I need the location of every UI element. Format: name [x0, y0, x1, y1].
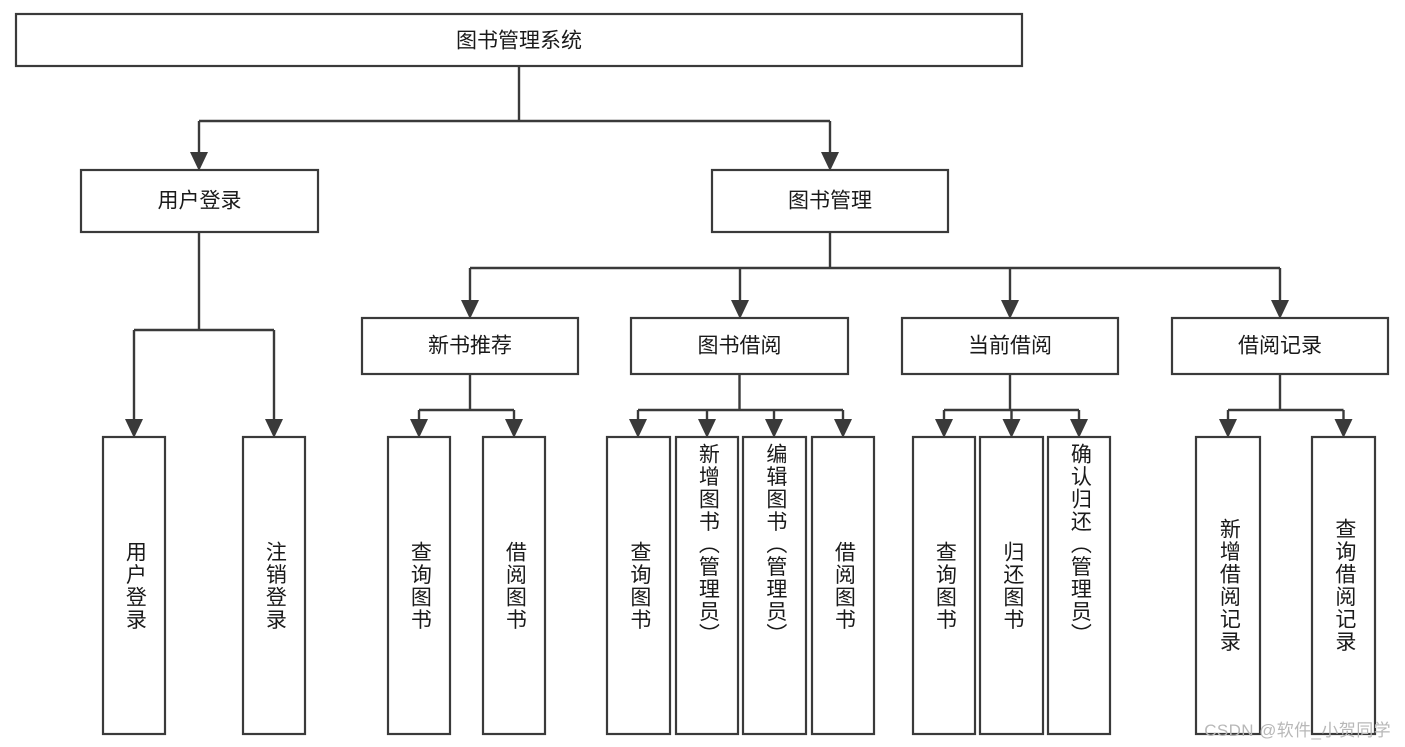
arrow-head-icon [1271, 300, 1289, 319]
arrow-head-icon [834, 419, 852, 438]
node-leaf-1[interactable] [241, 435, 307, 736]
arrow-head-icon [1002, 419, 1021, 438]
connector-records-to-leaves [1219, 374, 1353, 438]
arrow-head-icon [765, 419, 783, 438]
arrow-head-icon [1334, 419, 1353, 438]
arrow-head-icon [1219, 419, 1237, 438]
node-level3-2-label: 当前借阅 [968, 335, 1052, 358]
node-leaf-8[interactable] [911, 435, 977, 736]
node-level3-3[interactable]: 借阅记录 [1170, 316, 1390, 376]
node-root[interactable]: 图书管理系统 [14, 12, 1024, 68]
node-level3-0[interactable]: 新书推荐 [360, 316, 580, 376]
node-leaf-7[interactable] [810, 435, 876, 736]
node-leaf-9[interactable] [978, 435, 1045, 736]
arrow-head-icon [629, 419, 647, 438]
node-leaf-3[interactable] [481, 435, 547, 736]
arrow-head-icon [1001, 300, 1019, 319]
node-leaf-0[interactable] [101, 435, 167, 736]
node-leaf-10[interactable] [1046, 435, 1112, 736]
arrow-head-icon [461, 300, 479, 319]
csdn-watermark: CSDN @软件_小贺同学 [1204, 721, 1391, 740]
arrow-head-icon [935, 419, 953, 438]
arrow-head-icon [731, 300, 749, 319]
node-leaf-12[interactable] [1310, 435, 1377, 736]
arrow-head-icon [1070, 419, 1088, 438]
arrow-head-icon [265, 419, 283, 438]
arrow-head-icon [698, 419, 716, 438]
node-leaf-2[interactable] [386, 435, 452, 736]
node-level2-1[interactable]: 图书管理 [710, 168, 950, 234]
leaf-boxes [101, 435, 1377, 736]
connector-bookmgmt-to-level3 [461, 232, 1289, 319]
connector-userlogin-to-leaves [125, 232, 283, 438]
node-level3-1[interactable]: 图书借阅 [629, 316, 850, 376]
arrow-head-icon [125, 419, 143, 438]
node-leaf-6[interactable] [741, 435, 808, 736]
arrow-head-icon [821, 152, 839, 171]
node-level2-0-label: 用户登录 [158, 190, 242, 213]
node-level3-2[interactable]: 当前借阅 [900, 316, 1120, 376]
node-leaf-4[interactable] [605, 435, 672, 736]
arrow-head-icon [410, 419, 428, 438]
connector-root-to-level2 [190, 66, 839, 171]
connector-newbook-to-leaves [410, 374, 523, 438]
node-level2-1-label: 图书管理 [788, 190, 872, 213]
node-level2-0[interactable]: 用户登录 [79, 168, 320, 234]
connector-borrow-to-leaves [629, 374, 852, 438]
node-level3-1-label: 图书借阅 [698, 335, 782, 358]
node-level3-3-label: 借阅记录 [1238, 335, 1322, 358]
node-leaf-5[interactable] [674, 435, 740, 736]
arrow-head-icon [190, 152, 208, 171]
connector-current-to-leaves [935, 374, 1088, 438]
arrow-head-icon [505, 419, 523, 438]
node-leaf-11[interactable] [1194, 435, 1262, 736]
node-root-label: 图书管理系统 [456, 30, 582, 53]
node-level3-0-label: 新书推荐 [428, 335, 512, 358]
